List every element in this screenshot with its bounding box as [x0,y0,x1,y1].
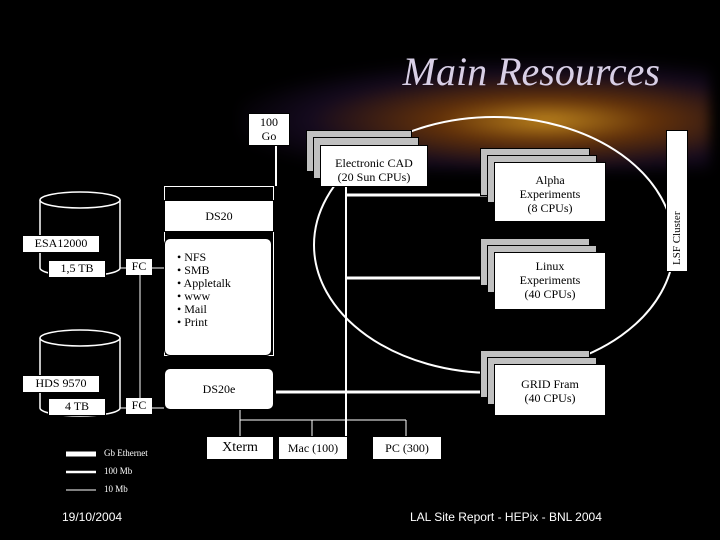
legend-gb-ethernet: Gb Ethernet [104,448,148,458]
esa-name: ESA12000 [22,235,100,253]
client-mac: Mac (100) [278,436,348,460]
client-pc-label: PC (300) [385,441,429,455]
service-print: • Print [177,315,208,329]
service-mail: • Mail [177,302,207,316]
grid-line-2: (40 CPUs) [524,391,576,405]
esa-link-label: FC [126,259,152,275]
cad-line-1: Electronic CAD [335,156,413,170]
alpha-line-1: Alpha [535,173,565,187]
grid-box: GRID Fram (40 CPUs) [494,364,606,416]
alpha-line-3: (8 CPUs) [527,201,573,215]
cad-line-2: (20 Sun CPUs) [337,170,411,184]
service-smb: • SMB [177,263,210,277]
legend-100mb: 100 Mb [104,466,133,476]
linux-line-1: Linux [535,259,565,273]
ds20e-box: DS20e [164,368,274,410]
grid-line-1: GRID Fram [521,377,579,391]
badge-line-1: 100 [260,115,278,129]
ds20-services: • NFS • SMB • Appletalk • www • Mail • P… [164,238,272,356]
hds-capacity: 4 TB [48,398,106,416]
linux-box: Linux Experiments (40 CPUs) [494,252,606,310]
service-www: • www [177,289,211,303]
hds-name: HDS 9570 [22,375,100,393]
cad-box: Electronic CAD (20 Sun CPUs) [320,145,428,187]
lsf-cluster-label: LSF Cluster [671,211,683,265]
client-mac-label: Mac (100) [287,441,339,455]
service-nfs: • NFS [177,250,207,264]
footer-date: 19/10/2004 [62,510,123,524]
esa-capacity: 1,5 TB [48,260,106,278]
ds20-label: DS20 [205,209,233,223]
hds-link-label: FC [126,398,152,414]
linux-line-2: Experiments [519,273,581,287]
lsf-cluster-box: LSF Cluster [666,130,688,272]
alpha-box: Alpha Experiments (8 CPUs) [494,162,606,222]
client-xterm-label: Xterm [222,440,258,455]
ds20-label-box: DS20 [164,200,274,232]
badge-100-go: 100 Go [248,113,290,146]
ds20e-label: DS20e [202,382,236,396]
linux-line-3: (40 CPUs) [524,287,576,301]
legend-10mb: 10 Mb [104,484,128,494]
slide-title: Main Resources [402,49,660,94]
client-pc: PC (300) [372,436,442,460]
service-appletalk: • Appletalk [177,276,231,290]
client-xterm: Xterm [206,436,274,460]
alpha-line-2: Experiments [519,187,581,201]
badge-line-2: Go [261,129,277,143]
footer-report: LAL Site Report - HEPix - BNL 2004 [410,510,602,524]
